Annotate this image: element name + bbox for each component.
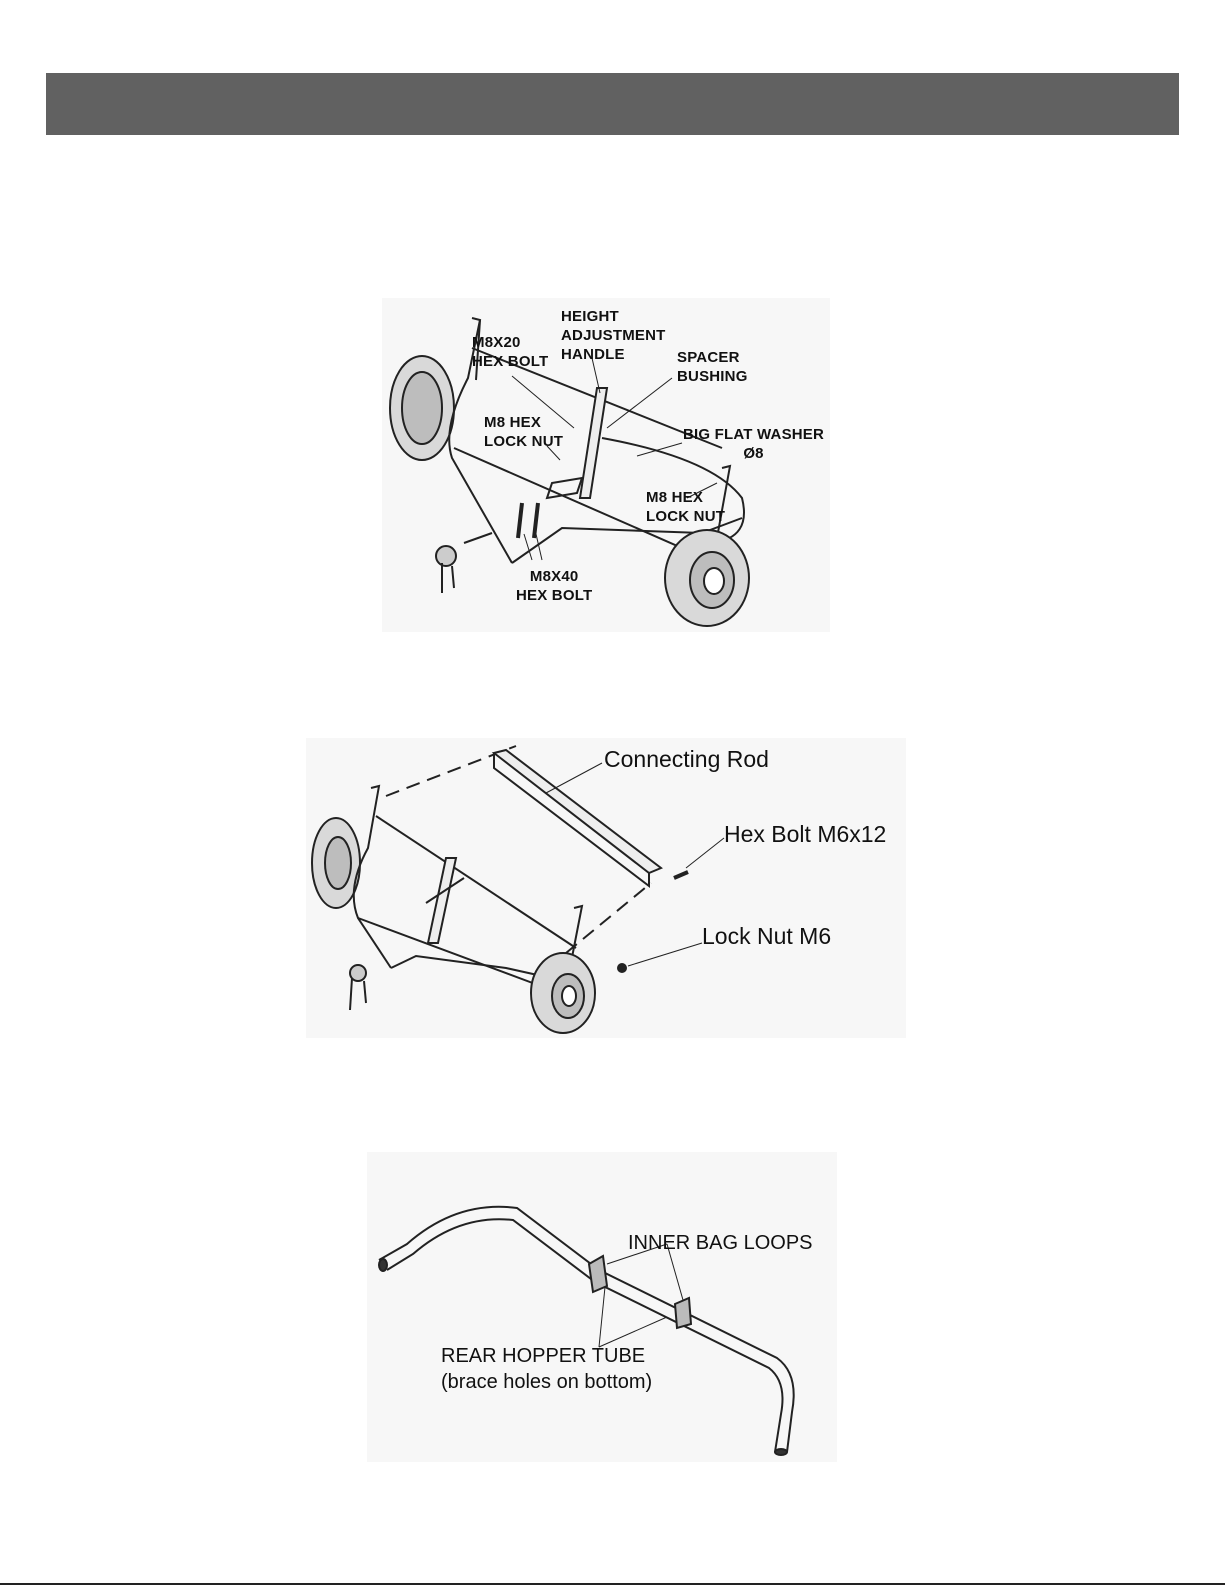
label-inner-bag-loops: INNER BAG LOOPS [628,1231,813,1255]
label-big-flat-washer: BIG FLAT WASHER Ø8 [683,425,824,463]
label-brace-holes: (brace holes on bottom) [441,1370,652,1394]
section-header-bar [46,73,1179,135]
label-rear-hopper-tube: REAR HOPPER TUBE [441,1344,645,1368]
label-hex-bolt-m6x12: Hex Bolt M6x12 [724,821,886,847]
label-spacer-bushing: SPACER BUSHING [677,348,748,386]
label-m8-hex-lock-nut-left: M8 HEX LOCK NUT [484,413,563,451]
label-m8-hex-lock-nut-right: M8 HEX LOCK NUT [646,488,725,526]
rear-hopper-tube-drawing [367,1152,837,1462]
spreader-frame-drawing-2 [306,738,906,1038]
figure-rear-hopper-tube [367,1152,837,1462]
label-connecting-rod: Connecting Rod [604,746,769,772]
label-m8x40-hex-bolt: M8X40 HEX BOLT [516,567,592,605]
label-height-adjustment-handle: HEIGHT ADJUSTMENT HANDLE [561,307,666,364]
label-m8x20-hex-bolt: M8X20 HEX BOLT [472,333,548,371]
label-lock-nut-m6: Lock Nut M6 [702,923,831,949]
figure-connecting-rod-assembly [306,738,906,1038]
